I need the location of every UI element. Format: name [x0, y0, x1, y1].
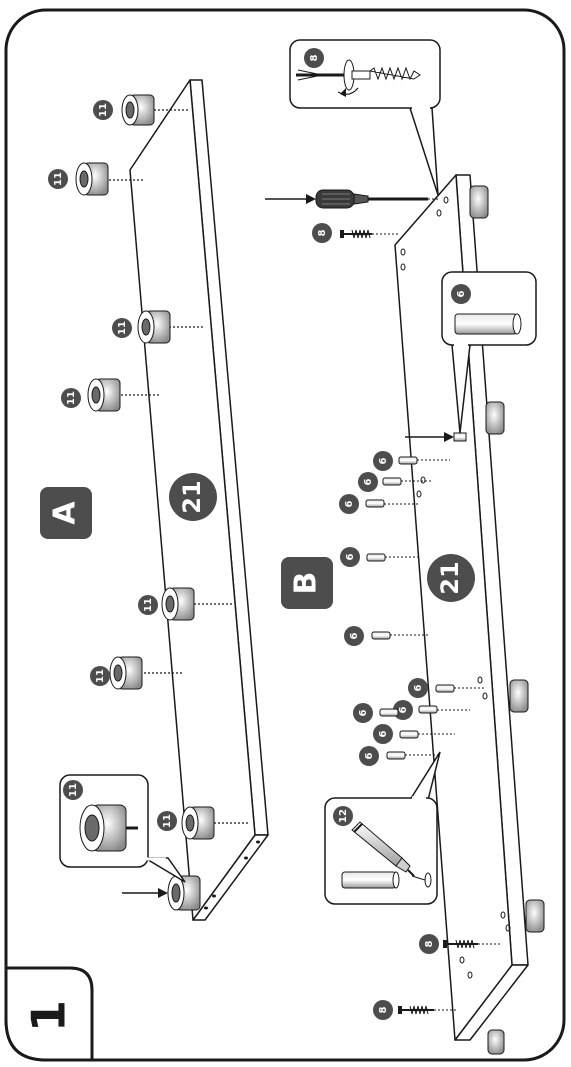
- dowel-icon: 6: [339, 494, 418, 514]
- dowel-label: 6: [363, 478, 374, 485]
- page-frame: [4, 8, 566, 1062]
- screw-label: 8: [378, 1006, 389, 1013]
- step-number: 1: [22, 1000, 76, 1032]
- dowel-label: 6: [378, 730, 389, 737]
- dowel-label: 6: [378, 457, 389, 464]
- dowel-label: 6: [456, 290, 467, 297]
- step-number-box: 1: [4, 966, 94, 1062]
- glider-icon: 11: [93, 94, 190, 126]
- glider-label: 11: [66, 391, 77, 405]
- board-b-number-badge: 21: [427, 554, 475, 602]
- glider-icon: [167, 875, 201, 911]
- dowel-icon: 6: [340, 547, 418, 567]
- dowel-icon: 6: [408, 678, 486, 698]
- panel-b-label: B: [289, 572, 324, 595]
- glider-label: 11: [95, 669, 106, 683]
- screw-label: 8: [317, 229, 328, 236]
- glider-icon: 11: [61, 378, 160, 412]
- panel-a-label: A: [48, 501, 83, 525]
- screw-icon: 8: [312, 223, 398, 243]
- arrow-icon: [122, 888, 168, 898]
- edge-holes-a: [204, 840, 260, 910]
- dowel-label: 6: [364, 752, 375, 759]
- screwdriver-icon: [265, 189, 440, 209]
- screw-icon: 8: [419, 934, 502, 954]
- panel-a: A 21 11 11: [40, 79, 269, 921]
- screw-label: 8: [309, 54, 320, 61]
- dowel-icon: 6: [344, 626, 428, 646]
- arrow-icon: [405, 432, 467, 442]
- board-b: [394, 174, 529, 1041]
- dowel-icon: 6: [373, 451, 450, 471]
- dowel-label: 6: [349, 632, 360, 639]
- screw-label: 8: [424, 940, 435, 947]
- dowel-label: 6: [398, 706, 409, 713]
- screw-detail-callout: 8: [289, 39, 441, 196]
- glue-tube-icon: [351, 821, 415, 877]
- dowel-label: 6: [413, 684, 424, 691]
- glider-label: 11: [98, 103, 109, 117]
- dowel-icon: 6: [373, 724, 455, 744]
- glider-icon: 11: [138, 587, 232, 621]
- panel-a-badge: A: [40, 487, 92, 539]
- dowel-icon: 6: [353, 703, 399, 723]
- screw-icon: 8: [373, 1000, 458, 1020]
- glue-label: 12: [338, 809, 349, 823]
- board-a-number: 21: [178, 480, 206, 513]
- glue-detail-callout: 12: [324, 751, 441, 905]
- glider-detail-callout: 11: [59, 774, 186, 883]
- panel-b-badge: B: [281, 557, 333, 609]
- panel-b: B 21 8: [265, 39, 545, 1055]
- glider-icon: 11: [90, 656, 182, 690]
- glider-icon: 11: [157, 806, 248, 840]
- glider-icon: [469, 185, 545, 1055]
- dowel-label: 6: [358, 709, 369, 716]
- glider-label: 11: [162, 814, 173, 828]
- glider-icon: 11: [48, 162, 145, 196]
- glider-icon: 11: [112, 310, 205, 344]
- glider-label: 11: [53, 172, 64, 186]
- glider-label: 11: [143, 598, 154, 612]
- dowel-icon: 6: [359, 746, 440, 766]
- board-a-number-badge: 21: [169, 473, 217, 521]
- glider-label: 11: [68, 783, 79, 797]
- board-b-holes: [400, 196, 511, 979]
- dowel-detail-callout: 6: [441, 271, 537, 434]
- dowel-label: 6: [344, 500, 355, 507]
- dowel-icon: 6: [358, 472, 432, 492]
- dowel-label: 6: [345, 553, 356, 560]
- glider-label: 11: [117, 321, 128, 335]
- board-b-number: 21: [436, 561, 464, 594]
